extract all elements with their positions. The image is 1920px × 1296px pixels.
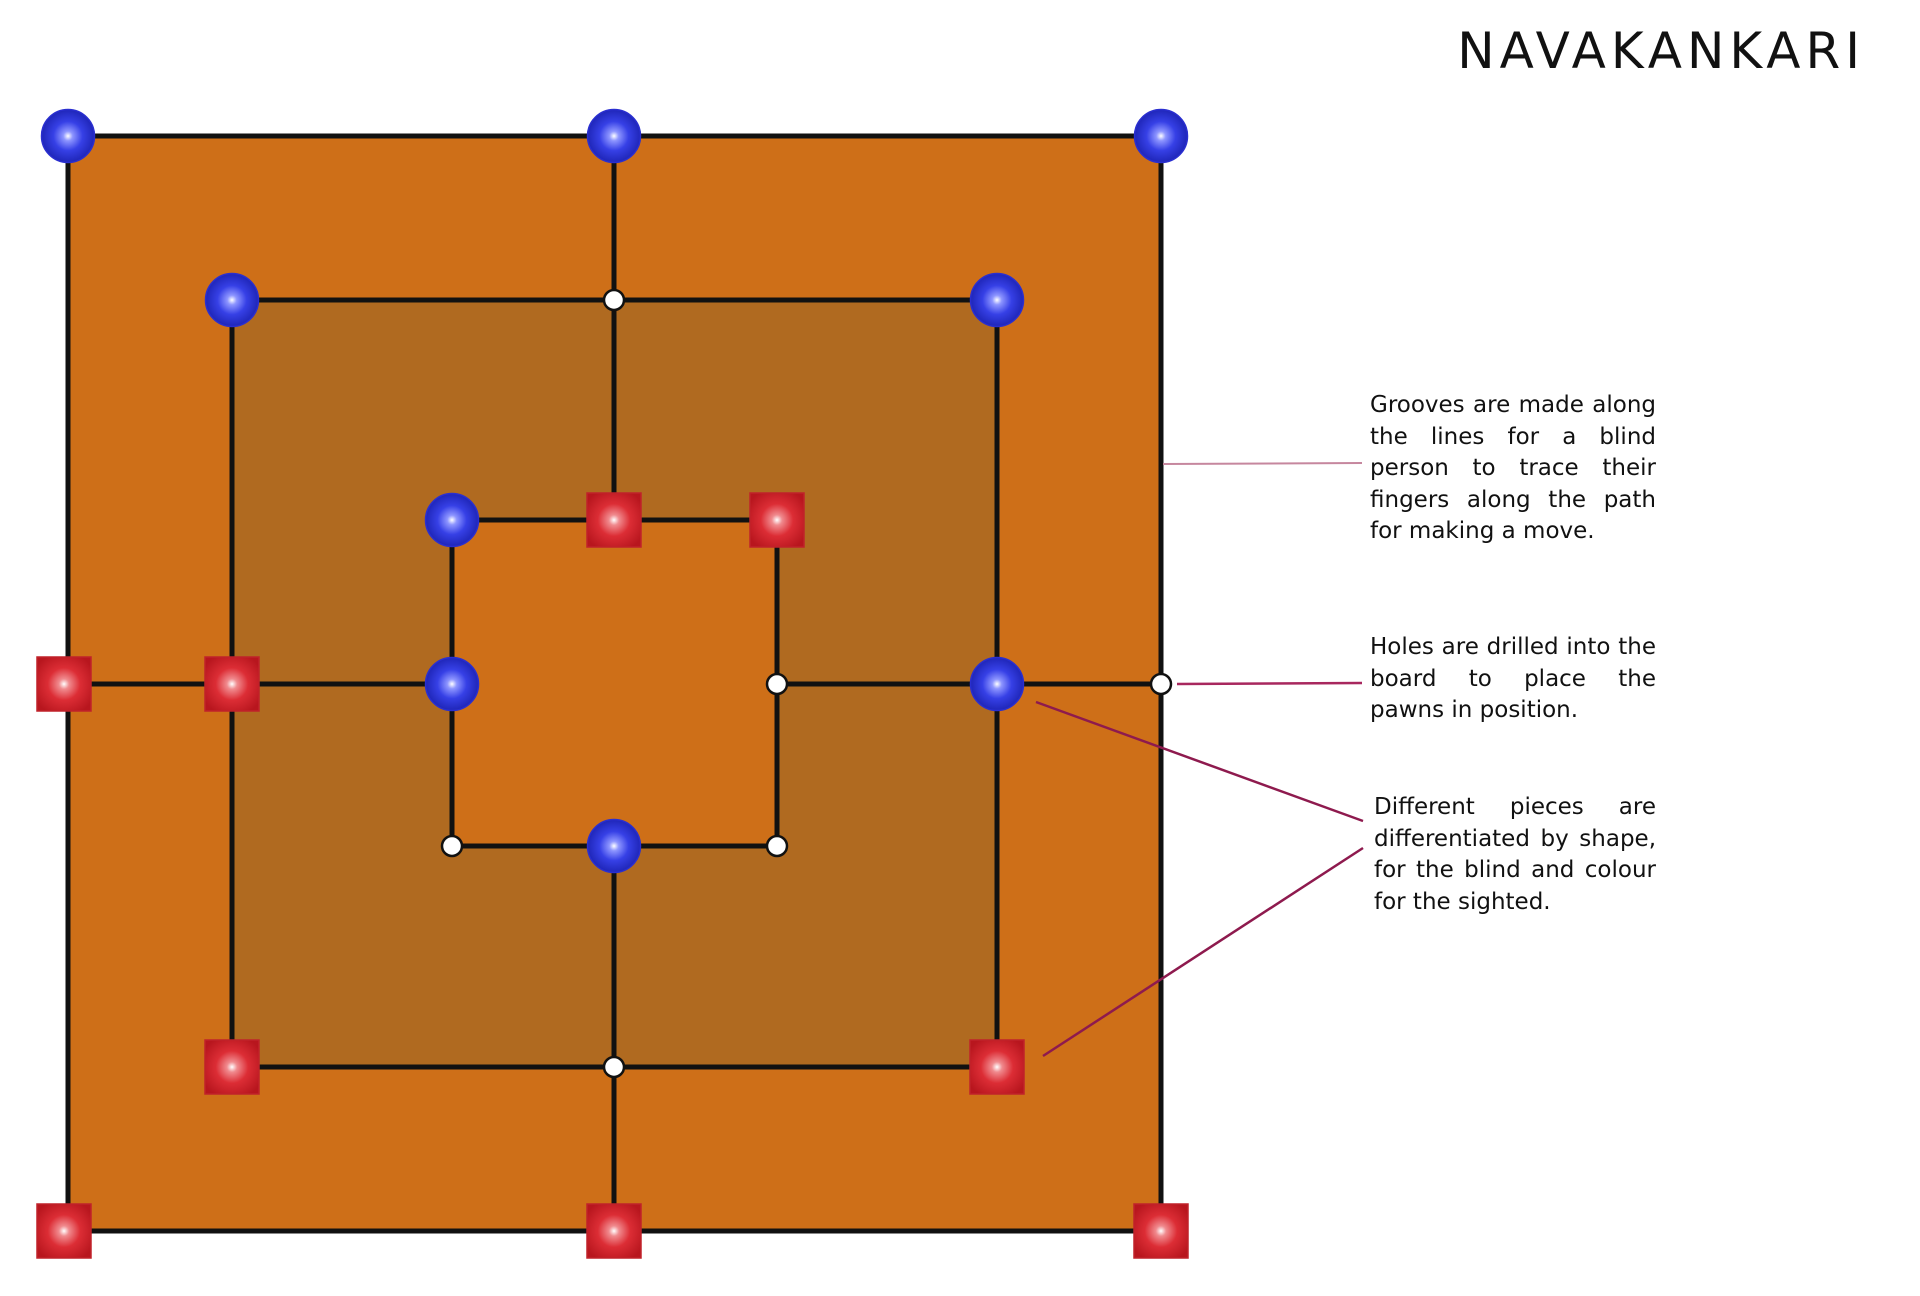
page-title: NAVAKANKARI	[1457, 22, 1865, 80]
red-square-piece	[36, 656, 92, 712]
empty-hole	[602, 288, 626, 312]
blue-circle-piece	[204, 272, 260, 328]
leader-line-grooves	[1162, 462, 1363, 465]
blue-circle-piece	[424, 492, 480, 548]
red-square-piece	[204, 656, 260, 712]
blue-circle-piece	[40, 108, 96, 164]
empty-hole	[765, 672, 789, 696]
annotation-holes: Holes are drilled into the board to plac…	[1370, 634, 1656, 723]
blue-circle-piece	[424, 656, 480, 712]
leader-line-pieces-square	[1042, 846, 1364, 1058]
red-square-piece	[969, 1039, 1025, 1095]
empty-hole	[765, 834, 789, 858]
blue-circle-piece	[969, 656, 1025, 712]
blue-circle-piece	[1133, 108, 1189, 164]
annotation-pieces: Different pieces are differentiated by s…	[1374, 794, 1656, 915]
board-inner-square	[452, 520, 777, 846]
red-square-piece	[749, 492, 805, 548]
board-points	[36, 108, 1189, 1259]
blue-circle-piece	[586, 108, 642, 164]
red-square-piece	[1133, 1203, 1189, 1259]
leader-line-pieces-circle	[1035, 700, 1364, 823]
blue-circle-piece	[586, 818, 642, 874]
empty-hole	[602, 1055, 626, 1079]
red-square-piece	[36, 1203, 92, 1259]
empty-hole	[1149, 672, 1173, 696]
red-square-piece	[204, 1039, 260, 1095]
empty-hole	[440, 834, 464, 858]
blue-circle-piece	[969, 272, 1025, 328]
red-square-piece	[586, 1203, 642, 1259]
annotation-leader-lines	[1035, 462, 1364, 1058]
leader-line-holes	[1176, 681, 1363, 686]
red-square-piece	[586, 492, 642, 548]
annotation-grooves: Grooves are made along the lines for a b…	[1370, 392, 1656, 544]
